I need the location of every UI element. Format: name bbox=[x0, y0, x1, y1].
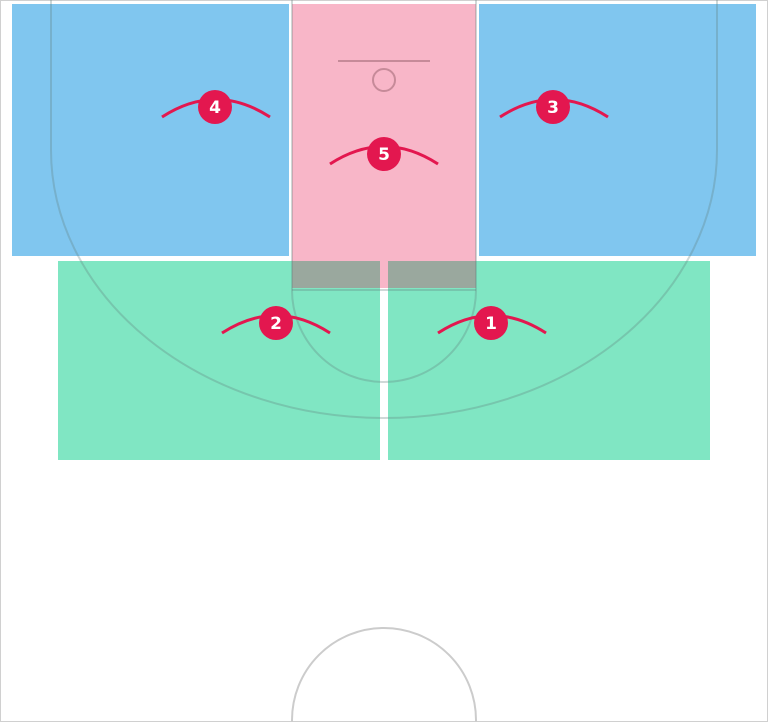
marker-badge bbox=[198, 90, 232, 124]
player-marker-2[interactable]: 2 bbox=[221, 306, 331, 340]
court-lines bbox=[50, 0, 718, 419]
center-circle bbox=[291, 627, 477, 722]
marker-label: 5 bbox=[378, 145, 390, 165]
marker-label: 3 bbox=[547, 98, 559, 118]
zone-1-area[interactable] bbox=[388, 261, 710, 460]
overlap-area-right bbox=[388, 261, 476, 288]
zone-4-area[interactable] bbox=[12, 4, 289, 256]
free-throw-circle bbox=[291, 289, 477, 383]
three-point-line bbox=[50, 0, 718, 419]
player-marker-1[interactable]: 1 bbox=[437, 306, 547, 340]
overlap-area-left bbox=[292, 261, 380, 288]
marker-label: 4 bbox=[209, 98, 221, 118]
player-marker-5[interactable]: 5 bbox=[329, 137, 439, 171]
marker-label: 1 bbox=[485, 314, 497, 334]
marker-badge bbox=[474, 306, 508, 340]
rim bbox=[372, 68, 396, 92]
marker-label: 2 bbox=[270, 314, 282, 334]
marker-badge bbox=[259, 306, 293, 340]
player-marker-3[interactable]: 3 bbox=[499, 90, 609, 124]
marker-badge bbox=[367, 137, 401, 171]
zone-2-area[interactable] bbox=[58, 261, 380, 460]
zone-3-area[interactable] bbox=[479, 4, 756, 256]
player-marker-4[interactable]: 4 bbox=[161, 90, 271, 124]
marker-badge bbox=[536, 90, 570, 124]
